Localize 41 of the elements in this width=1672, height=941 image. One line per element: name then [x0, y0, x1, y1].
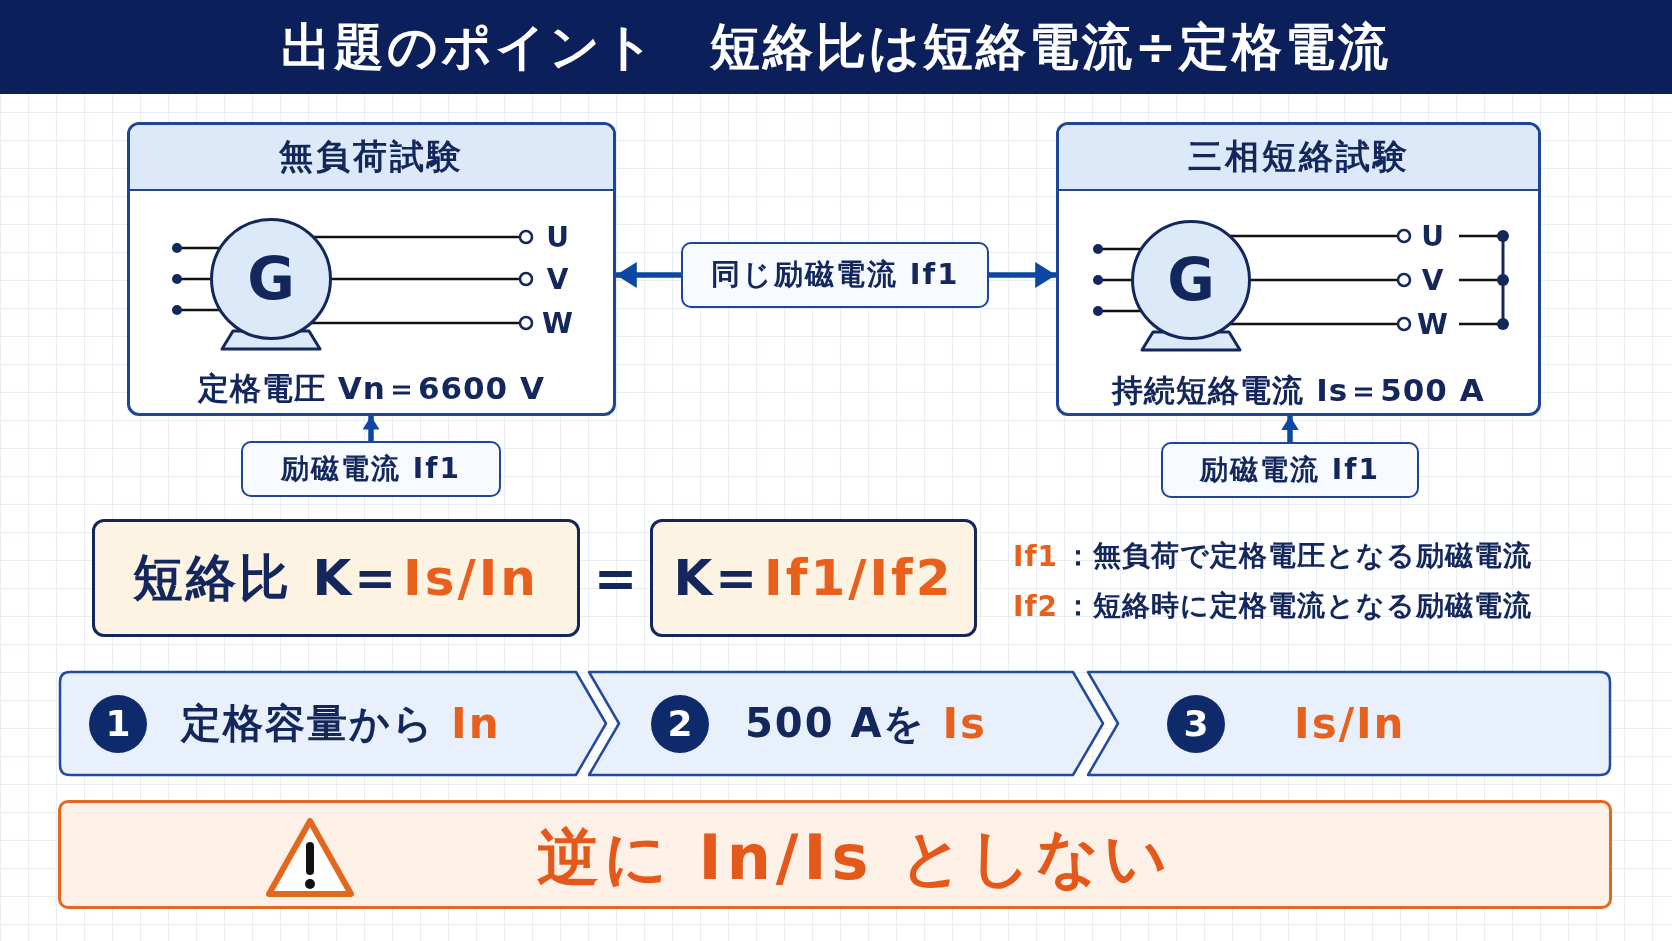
excitation-box: 励磁電流 If1: [241, 441, 501, 497]
panel-heading: 三相短絡試験: [1059, 125, 1538, 191]
symbol-label: If1: [1013, 539, 1059, 573]
terminal-label: U: [546, 220, 570, 254]
warning-text: 逆に In/Is としない: [537, 819, 1172, 896]
warning-banner: [58, 800, 1612, 909]
condition-box: 同じ励磁電流 If1: [681, 242, 989, 308]
arrow: [1281, 416, 1299, 442]
terminal-label: V: [546, 262, 570, 296]
measurement-text: 定格電圧 Vn＝6600 V: [198, 369, 545, 408]
terminal-label: U: [1421, 219, 1445, 253]
arrow: [989, 262, 1056, 288]
arrow: [362, 416, 380, 441]
formula-box: [650, 519, 977, 637]
title-bar: 出題のポイント 短絡比は短絡電流÷定格電流: [0, 0, 1672, 94]
symbol-label: If2: [1013, 589, 1059, 623]
formula-box: [92, 519, 580, 637]
step-panel: [1088, 672, 1610, 775]
step-panel: [589, 672, 1103, 775]
measurement-text: 持続短絡電流 Is＝500 A: [1112, 371, 1485, 410]
formula-ratio-text: If1/If2: [764, 549, 954, 607]
panel-heading: 無負荷試験: [130, 125, 613, 191]
test-panel: [127, 122, 616, 416]
formula-text: 短絡比 K=: [133, 547, 400, 609]
formula-text: K=: [673, 549, 761, 607]
step-text: 定格容量から: [181, 699, 435, 748]
terminal-label: W: [542, 306, 574, 340]
step-symbol-text: Is/In: [1294, 699, 1406, 748]
equals-sign: =: [593, 548, 639, 608]
step-text: 500 Aを: [745, 699, 927, 748]
terminal-label: W: [1417, 307, 1449, 341]
definition-text: ：短絡時に定格電流となる励磁電流: [1064, 588, 1532, 624]
excitation-box: 励磁電流 If1: [1161, 442, 1419, 498]
test-panel: [1056, 122, 1541, 416]
step-symbol-text: In: [451, 699, 501, 748]
step-symbol-text: Is: [942, 699, 988, 748]
arrow: [616, 262, 681, 288]
definition-text: ：無負荷で定格電圧となる励磁電流: [1064, 538, 1532, 574]
terminal-label: V: [1421, 263, 1445, 297]
step-panel: [60, 672, 606, 775]
formula-ratio-text: Is/In: [403, 549, 539, 607]
